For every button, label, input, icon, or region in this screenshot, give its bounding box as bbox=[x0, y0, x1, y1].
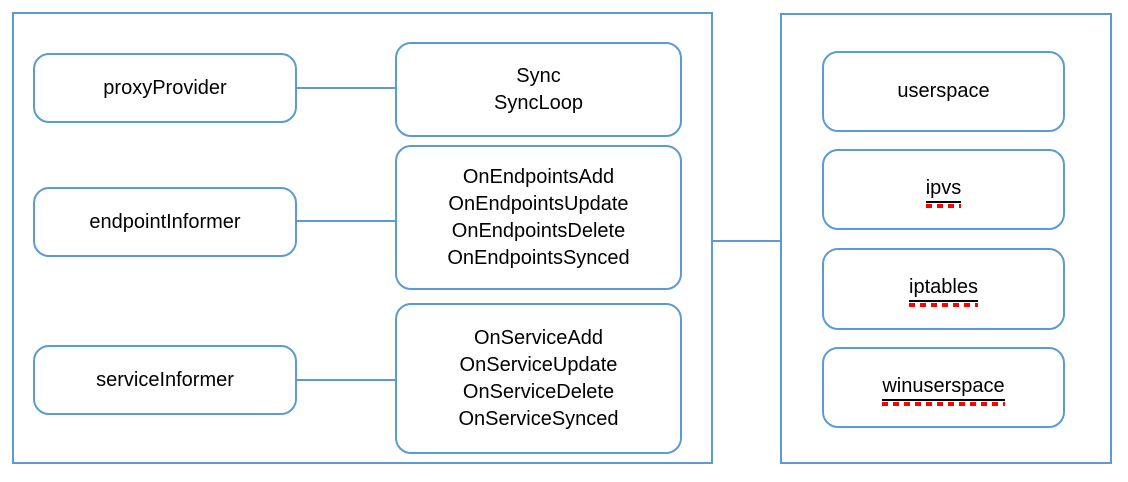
endpointinformer-node: endpointInformer bbox=[33, 187, 297, 257]
ipvs-node: ipvs bbox=[822, 149, 1065, 230]
iptables-node: iptables bbox=[822, 248, 1065, 330]
connector-serviceinformer-handlers bbox=[297, 379, 395, 381]
winuserspace-label: winuserspace bbox=[882, 375, 1005, 406]
connector-endpointinformer-handlers bbox=[297, 220, 395, 222]
iptables-label: iptables bbox=[909, 276, 978, 307]
proxyprovider-methods-node: Sync SyncLoop bbox=[395, 42, 682, 137]
connector-proxyprovider-sync bbox=[297, 87, 395, 89]
serviceinformer-methods-text: OnServiceAdd OnServiceUpdate OnServiceDe… bbox=[458, 326, 619, 430]
serviceinformer-node: serviceInformer bbox=[33, 345, 297, 415]
userspace-label: userspace bbox=[897, 80, 990, 102]
endpointinformer-methods-node: OnEndpointsAdd OnEndpointsUpdate OnEndpo… bbox=[395, 145, 682, 290]
proxyprovider-label: proxyProvider bbox=[103, 76, 227, 99]
endpointinformer-methods-text: OnEndpointsAdd OnEndpointsUpdate OnEndpo… bbox=[447, 165, 630, 269]
right-panel-group-box bbox=[780, 13, 1112, 464]
serviceinformer-methods-node: OnServiceAdd OnServiceUpdate OnServiceDe… bbox=[395, 303, 682, 454]
userspace-node: userspace bbox=[822, 51, 1065, 132]
proxyprovider-methods-text: Sync SyncLoop bbox=[494, 64, 583, 114]
connector-left-panel-right-panel bbox=[713, 240, 780, 242]
left-panel-group-box bbox=[12, 12, 713, 464]
serviceinformer-label: serviceInformer bbox=[96, 368, 234, 391]
proxyprovider-node: proxyProvider bbox=[33, 53, 297, 123]
winuserspace-node: winuserspace bbox=[822, 347, 1065, 428]
ipvs-label: ipvs bbox=[925, 177, 962, 208]
endpointinformer-label: endpointInformer bbox=[89, 210, 241, 233]
